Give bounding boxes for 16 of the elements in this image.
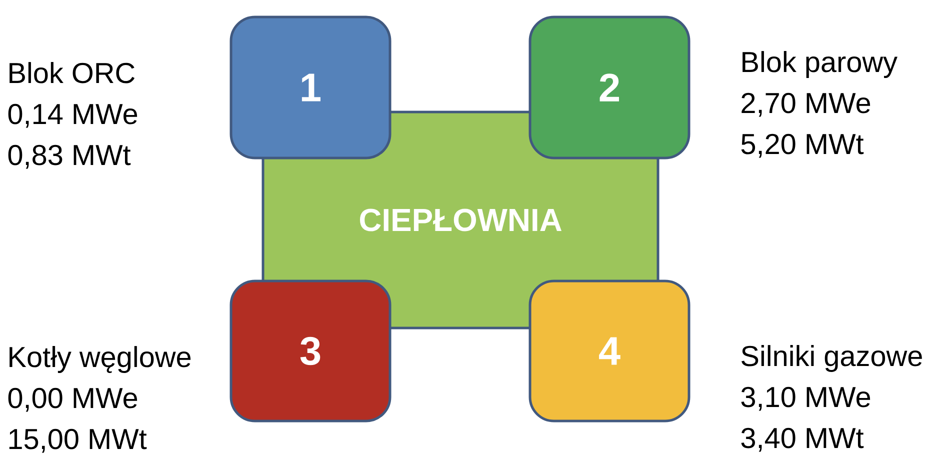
numbered-box: 1 <box>230 16 392 160</box>
caption-text: 3,10 MWe <box>741 386 870 411</box>
caption-text: 5,20 MWt <box>741 134 864 158</box>
caption-text: Blok ORC <box>10 62 134 84</box>
numbered-box: 2 <box>528 16 690 160</box>
caption-text: 3,40 MWt <box>741 428 864 452</box>
caption-text: Silniki gazowe <box>742 345 922 372</box>
caption-text: 15,00 MWt <box>9 428 147 453</box>
caption-text: 0,14 MWe <box>8 104 138 128</box>
numbered-box: 3 <box>230 280 392 422</box>
caption-text: 2,70 MWe <box>742 92 870 117</box>
caption-text: Blok parowy <box>742 51 898 78</box>
caption-text: Kotły węglowe <box>10 346 191 374</box>
numbered-box: 4 <box>528 280 690 422</box>
caption-text: 0,83 MWt <box>8 144 131 169</box>
caption-text: 0,00 MWe <box>8 388 138 412</box>
